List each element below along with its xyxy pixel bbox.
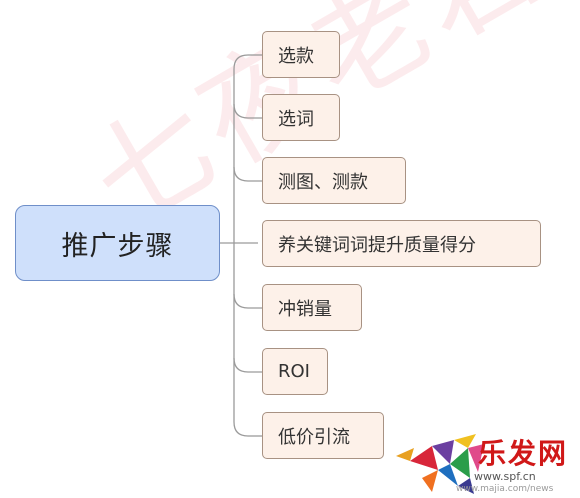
branch-node-low-price-traffic: 低价引流: [262, 412, 384, 459]
branch-spine: [233, 54, 249, 437]
branch-connector: [233, 166, 262, 182]
branch-connector: [233, 103, 262, 119]
branch-node-roi: ROI: [262, 348, 328, 395]
branch-node-quality-score: 养关键词词提升质量得分: [262, 220, 541, 267]
logo-title: 乐发网: [478, 437, 569, 470]
branch-node-sales-volume: 冲销量: [262, 284, 362, 331]
root-node: 推广步骤: [15, 205, 220, 281]
branch-node-test-images: 测图、测款: [262, 157, 406, 204]
bull-logo-icon: [396, 434, 484, 494]
watermark-url: www.majia.com/news: [456, 484, 554, 494]
branch-node-select-product: 选款: [262, 31, 340, 78]
branch-connector: [233, 357, 262, 373]
branch-connector: [233, 293, 262, 309]
branch-node-select-keywords: 选词: [262, 94, 340, 141]
logo-url: www.spf.cn: [474, 470, 536, 483]
